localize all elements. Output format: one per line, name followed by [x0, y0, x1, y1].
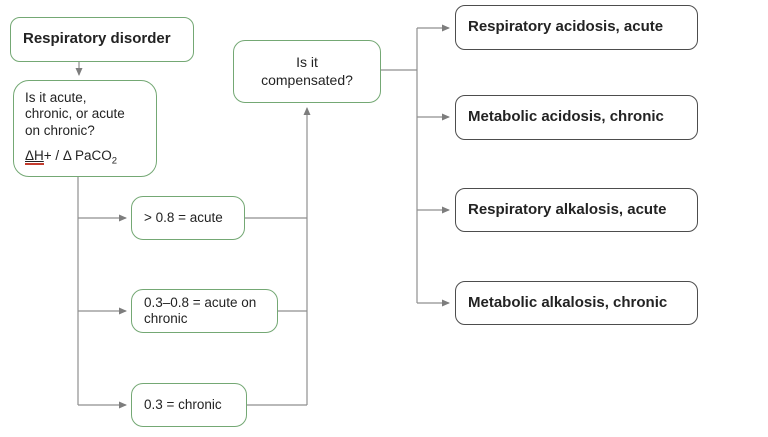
- node-respiratory-disorder: Respiratory disorder: [10, 17, 194, 62]
- node-label: Respiratory disorder: [23, 30, 171, 48]
- node-acuity-question: Is it acute, chronic, or acute on chroni…: [13, 80, 157, 177]
- node-metabolic-alkalosis-chronic: Metabolic alkalosis, chronic: [455, 281, 698, 325]
- node-label: Respiratory acidosis, acute: [468, 18, 664, 36]
- node-label: Respiratory alkalosis, acute: [468, 200, 667, 218]
- node-label: Metabolic alkalosis, chronic: [468, 293, 668, 311]
- node-label: 0.3 = chronic: [144, 396, 222, 412]
- node-metabolic-acidosis-chronic: Metabolic acidosis, chronic: [455, 95, 698, 140]
- formula-rest: / Δ PaCO: [51, 148, 112, 164]
- question-line-1: Is it acute,: [25, 90, 87, 105]
- node-respiratory-acidosis-acute: Respiratory acidosis, acute: [455, 5, 698, 50]
- node-label: > 0.8 = acute: [144, 209, 223, 225]
- node-ratio-chronic: 0.3 = chronic: [131, 383, 247, 427]
- node-compensated-question: Is it compensated?: [233, 40, 381, 103]
- formula-subscript: 2: [111, 156, 118, 168]
- node-label: 0.3–0.8 = acute on chronic: [144, 294, 257, 326]
- node-ratio-acute-on-chronic: 0.3–0.8 = acute on chronic: [131, 289, 278, 333]
- node-respiratory-alkalosis-acute: Respiratory alkalosis, acute: [455, 188, 698, 232]
- question-line-3: on chronic?: [25, 122, 95, 138]
- node-ratio-acute: > 0.8 = acute: [131, 196, 245, 240]
- formula-underlined-term: ΔH: [25, 148, 44, 166]
- delta-ratio-formula: ΔH+ / Δ PaCO2: [25, 148, 148, 167]
- compensated-line-1: Is it: [296, 54, 318, 71]
- node-label: Metabolic acidosis, chronic: [468, 108, 664, 126]
- compensated-line-2: compensated?: [261, 71, 353, 88]
- formula-plus-sign: +: [43, 148, 52, 164]
- question-line-2: chronic, or acute: [25, 106, 125, 122]
